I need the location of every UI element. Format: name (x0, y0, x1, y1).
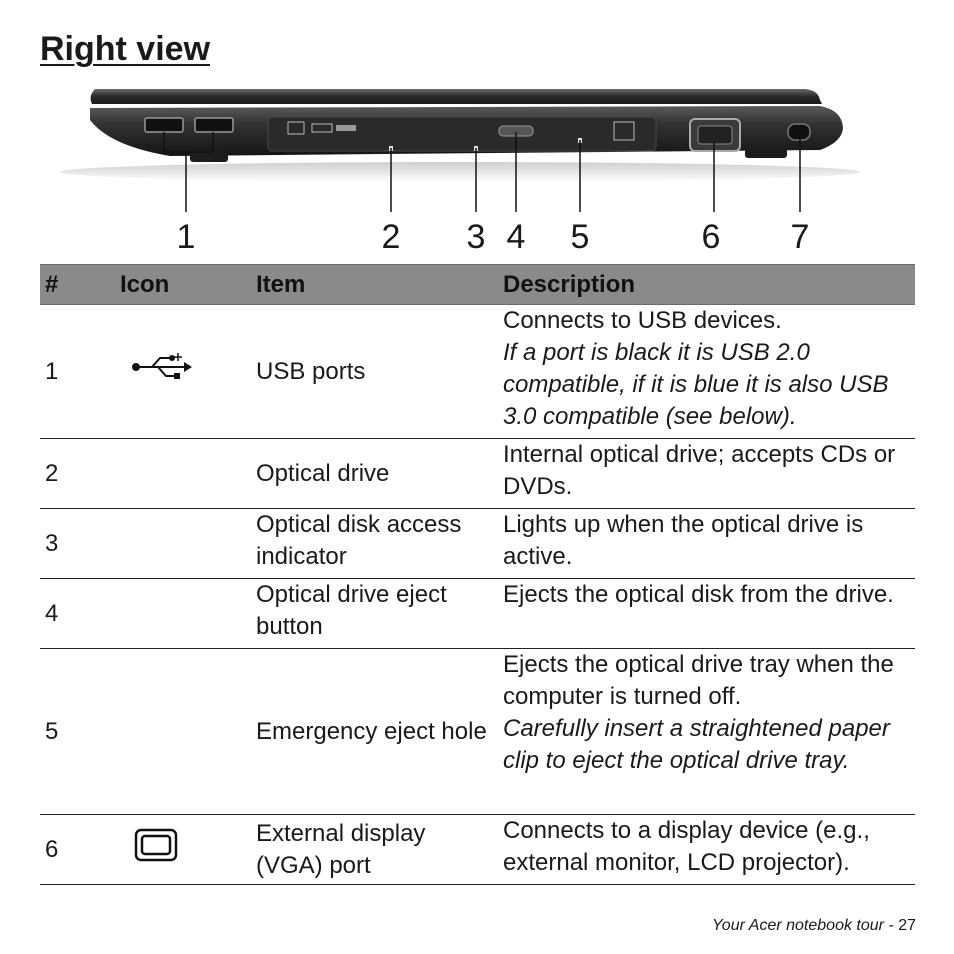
row-item: Optical drive (251, 438, 498, 509)
desc-text: Connects to a display device (e.g., exte… (503, 817, 870, 876)
laptop-lid (90, 89, 822, 104)
table-row: 3 Optical disk access indicator Lights u… (40, 508, 915, 579)
row-icon (115, 508, 251, 579)
foot (190, 150, 228, 162)
table-row: 5 Emergency eject hole Ejects the optica… (40, 648, 915, 815)
row-num: 2 (40, 438, 115, 509)
header-item: Item (251, 264, 498, 305)
drive-logo (613, 121, 635, 141)
callout-4: 4 (507, 218, 526, 256)
page-footer: Your Acer notebook tour - 27 (712, 917, 916, 935)
desc-note: Carefully insert a straightened paper cl… (503, 715, 890, 774)
rw-logo (287, 121, 305, 135)
kensington-lock (787, 123, 811, 141)
footer-text: Your Acer notebook tour - (712, 917, 894, 934)
header-description: Description (498, 264, 915, 305)
row-num: 6 (40, 814, 115, 885)
row-num: 4 (40, 578, 115, 649)
table-row: 4 Optical drive eject button Ejects the … (40, 578, 915, 649)
callout-3: 3 (467, 218, 486, 256)
row-description: Lights up when the optical drive is acti… (498, 508, 915, 579)
row-icon (115, 438, 251, 509)
vga-inner (697, 125, 733, 145)
optical-drive-panel (267, 116, 657, 152)
table-row: 1 USB ports Connects to USB devices. If (40, 304, 915, 439)
row-description: Connects to USB devices. If a port is bl… (498, 304, 915, 439)
row-num: 5 (40, 648, 115, 815)
callout-7: 7 (791, 218, 810, 256)
row-item: Optical disk access indicator (251, 508, 498, 579)
row-item: Optical drive eject button (251, 578, 498, 649)
laptop-right-side-illustration: 1 2 3 4 5 6 7 (60, 89, 860, 256)
foot (745, 148, 787, 158)
callout-2: 2 (382, 218, 401, 256)
row-description: Ejects the optical drive tray when the c… (498, 648, 915, 815)
row-item: Emergency eject hole (251, 648, 498, 815)
desc-text: Connects to USB devices. (503, 307, 782, 334)
desc-text: Internal optical drive; accepts CDs or D… (503, 441, 896, 500)
multi-logo (336, 125, 356, 131)
row-icon (115, 648, 251, 815)
shadow (60, 162, 860, 182)
row-num: 3 (40, 508, 115, 579)
row-icon (115, 304, 251, 439)
usb-port (194, 117, 234, 133)
desc-text: Lights up when the optical drive is acti… (503, 511, 864, 570)
usb-icon (132, 353, 192, 379)
row-description: Internal optical drive; accepts CDs or D… (498, 438, 915, 509)
desc-text: Ejects the optical drive tray when the c… (503, 651, 894, 710)
header-num: # (40, 264, 115, 305)
row-item: External display (VGA) port (251, 814, 498, 885)
page-title: Right view (40, 30, 211, 68)
usb-port (144, 117, 184, 133)
table-header-row: # Icon Item Description (40, 264, 915, 305)
row-icon (115, 578, 251, 649)
dvd-logo (311, 123, 333, 133)
table-row: 6 External display (VGA) port Connects t… (40, 814, 915, 885)
desc-text: Ejects the optical disk from the drive. (503, 581, 894, 608)
callout-5: 5 (571, 218, 590, 256)
desc-note: If a port is black it is USB 2.0 compati… (503, 339, 889, 430)
row-icon (115, 814, 251, 885)
vga-icon (134, 828, 178, 862)
row-description: Ejects the optical disk from the drive. (498, 578, 915, 649)
page-number: 27 (898, 917, 916, 934)
callout-1: 1 (177, 218, 196, 256)
header-icon: Icon (115, 264, 251, 305)
row-num: 1 (40, 304, 115, 439)
row-description: Connects to a display device (e.g., exte… (498, 814, 915, 885)
callout-6: 6 (702, 218, 721, 256)
table-row: 2 Optical drive Internal optical drive; … (40, 438, 915, 509)
callout-lines (163, 132, 801, 212)
ports-table: # Icon Item Description 1 (40, 264, 915, 885)
row-item: USB ports (251, 304, 498, 439)
